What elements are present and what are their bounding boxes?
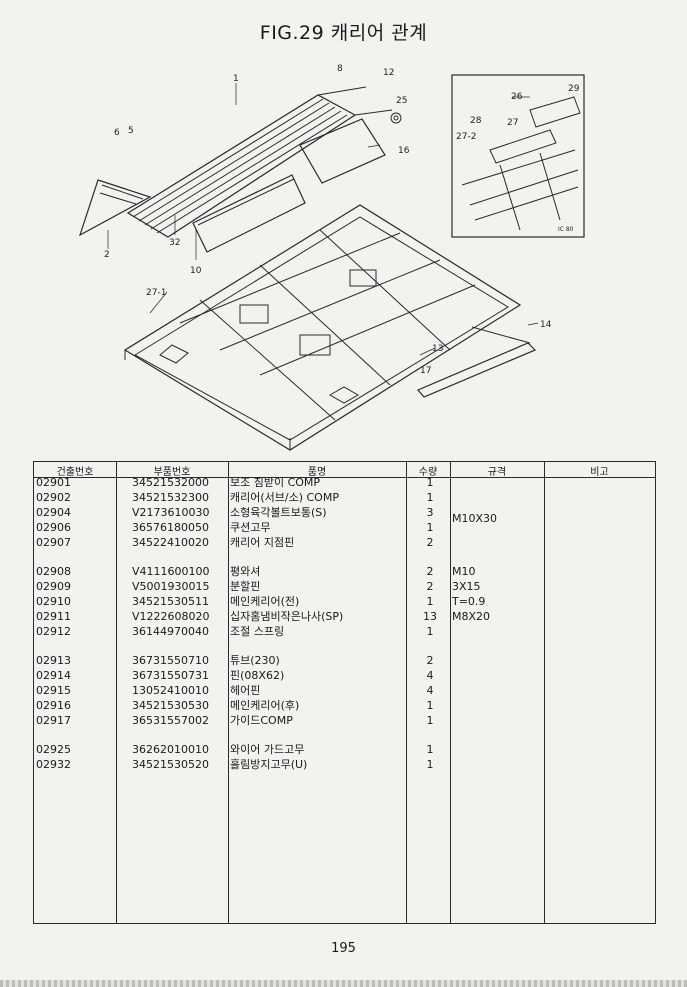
callout-27-2: 27-2 [456, 132, 476, 142]
detail-inset: IC 80 [451, 74, 585, 238]
main-carrier-frame [123, 204, 522, 451]
callout-2: 2 [104, 250, 110, 260]
triangular-guide [78, 179, 152, 237]
callout-8: 8 [337, 64, 343, 74]
grain-bed-plate [126, 86, 393, 238]
callout-28: 28 [470, 116, 482, 126]
table-header: 건출번호 부품번호 품명 수량 규격 비고 [34, 462, 655, 478]
callout-27: 27 [507, 118, 518, 128]
header-note: 비고 [590, 467, 609, 478]
guide-rail [417, 326, 537, 398]
header-name: 품명 [307, 467, 327, 478]
page-number: 195 [331, 941, 356, 956]
callout-17: 17 [420, 366, 431, 376]
callout-13: 13 [432, 344, 443, 354]
header-code: 건출번호 [56, 467, 94, 478]
header-qty: 수량 [418, 467, 438, 478]
callout-29: 29 [568, 84, 580, 94]
callout-16: 16 [398, 146, 410, 156]
callout-5: 5 [128, 126, 134, 136]
callout-14: 14 [540, 320, 552, 330]
callout-10: 10 [190, 266, 202, 276]
scan-edge [0, 980, 687, 987]
exploded-parts-diagram: IC 80 1 2 5 6 8 10 12 13 14 16 17 [0, 55, 687, 460]
callout-27-1: 27-1 [146, 288, 166, 298]
figure-title: FIG.29 캐리어 관계 [259, 22, 428, 44]
callout-12: 12 [383, 68, 394, 78]
header-spec: 규격 [487, 467, 507, 478]
rear-panel [299, 118, 386, 184]
header-part-no: 부품번호 [153, 467, 191, 478]
callout-25: 25 [396, 96, 407, 106]
callout-26: 26 [511, 92, 523, 102]
side-panel [192, 174, 306, 253]
callout-6: 6 [114, 128, 120, 138]
callout-32: 32 [169, 238, 180, 248]
inset-tag: IC 80 [558, 226, 574, 233]
callout-1: 1 [233, 74, 239, 84]
